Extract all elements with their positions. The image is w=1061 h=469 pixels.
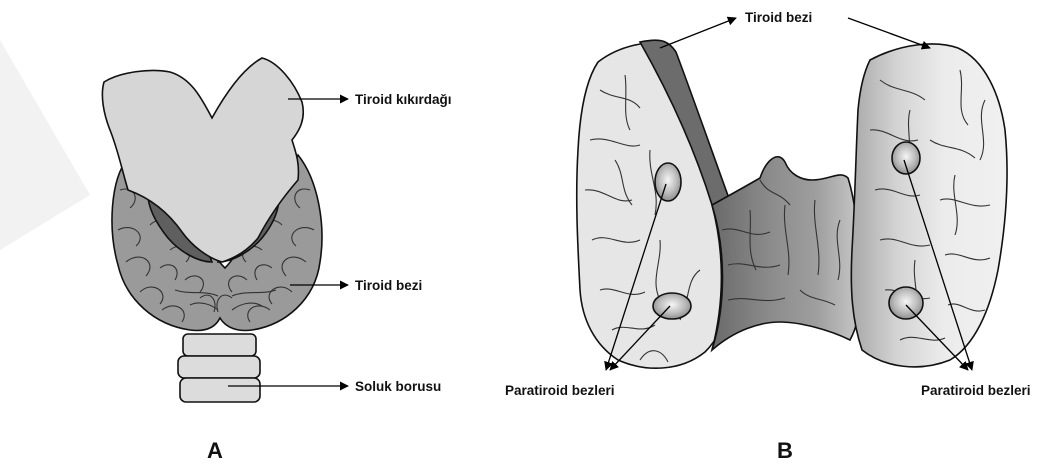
parathyroid-lower-left <box>653 293 691 319</box>
parathyroid-upper-right <box>892 142 920 174</box>
label-trachea: Soluk borusu <box>355 379 441 394</box>
arrow-gland-b-left <box>660 18 736 48</box>
parathyroid-upper-left <box>655 163 681 201</box>
label-parathyroid-left: Paratiroid bezleri <box>505 383 615 398</box>
label-thyroid-cartilage: Tiroid kıkırdağı <box>355 92 452 107</box>
left-lobe <box>577 43 734 368</box>
arrow-gland-b-right <box>848 18 930 48</box>
trachea <box>178 334 260 402</box>
figure-a: Tiroid kıkırdağı Tiroid bezi Soluk borus… <box>102 58 451 463</box>
label-thyroid-gland-a: Tiroid bezi <box>355 278 422 293</box>
label-thyroid-gland-b: Tiroid bezi <box>745 10 812 25</box>
parathyroid-lower-right <box>889 287 923 319</box>
panel-label-a: A <box>207 438 223 463</box>
watermark-shape <box>0 40 90 250</box>
panel-label-b: B <box>777 438 793 463</box>
label-parathyroid-right: Paratiroid bezleri <box>921 383 1031 398</box>
figure-b: Tiroid bezi Paratiroid bezleri Paratiroi… <box>505 10 1031 463</box>
